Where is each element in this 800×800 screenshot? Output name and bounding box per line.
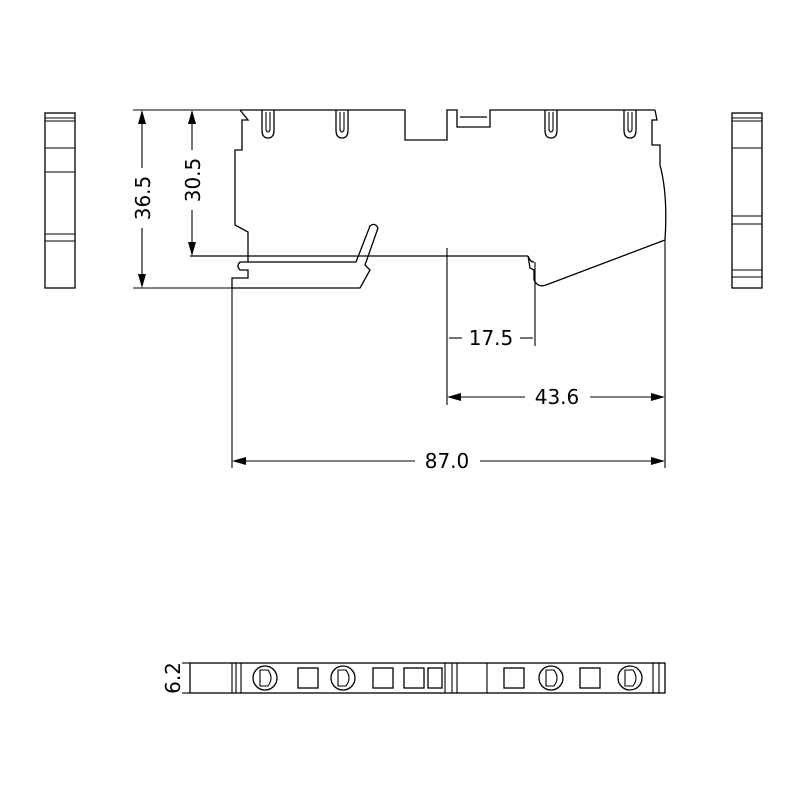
right-side-view (731, 112, 763, 289)
dimension-rail-height: 30.5 (181, 109, 240, 256)
bottom-view (189, 662, 666, 694)
top-slot (335, 110, 349, 139)
square-opening (297, 667, 319, 689)
overall-length-label: 87.0 (425, 449, 470, 473)
rail-height-label: 30.5 (181, 158, 205, 203)
top-slot (544, 110, 558, 139)
dimension-offset-short: 17.5 (446, 248, 536, 405)
width-label: 6.2 (161, 662, 185, 694)
screw-hole (330, 665, 356, 691)
screw-hole (617, 665, 643, 691)
dimension-offset-long: 43.6 (447, 240, 666, 468)
square-opening (372, 667, 394, 689)
square-opening (403, 667, 425, 689)
square-opening (503, 667, 525, 689)
front-view (190, 109, 667, 289)
dimension-overall-length: 87.0 (231, 288, 665, 473)
square-opening (427, 667, 443, 689)
overall-height-label: 36.5 (131, 176, 155, 221)
left-side-view (44, 112, 76, 289)
offset-long-label: 43.6 (535, 385, 580, 409)
offset-short-label: 17.5 (469, 326, 514, 350)
screw-hole (538, 665, 564, 691)
top-slot (261, 110, 275, 139)
dimension-width: 6.2 (161, 662, 190, 694)
top-slot (623, 110, 637, 139)
square-opening (579, 667, 601, 689)
screw-hole (252, 665, 278, 691)
